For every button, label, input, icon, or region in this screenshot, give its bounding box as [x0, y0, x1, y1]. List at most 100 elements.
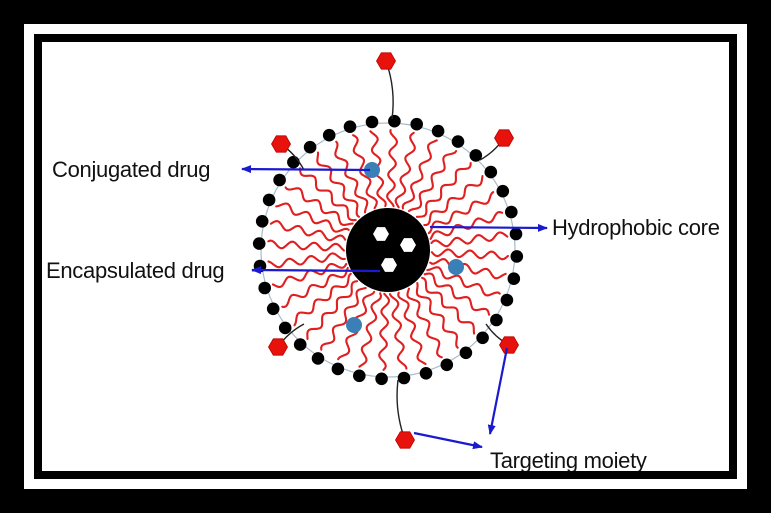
encapsulated-drug-hexagon-icon: [381, 258, 397, 272]
polar-head: [507, 272, 521, 285]
tail-chain: [423, 174, 484, 227]
polar-head: [484, 165, 498, 179]
polar-head: [255, 215, 269, 228]
tail-chain: [429, 211, 504, 240]
polar-head: [469, 149, 483, 162]
polar-head: [510, 250, 524, 263]
encapsulated-drug-arrow: [251, 266, 381, 275]
tail-chain: [426, 266, 501, 297]
conjugated-drug-dot: [448, 259, 464, 275]
diagram-canvas: Conjugated drug Encapsulated drug Hydrop…: [42, 42, 729, 471]
label-encapsulated-drug: Encapsulated drug: [46, 258, 224, 283]
hexagon-ligand-icon: [271, 135, 291, 153]
encapsulated-drug-hexagon-icon: [373, 227, 389, 241]
tail-chain: [423, 272, 491, 316]
hexagon-ligand-icon: [376, 52, 396, 70]
tail-chain: [406, 287, 443, 359]
micelle-diagram: Conjugated drug Encapsulated drug Hydrop…: [46, 52, 720, 471]
tail-chain: [281, 266, 349, 308]
conjugated-drug-group: [346, 162, 464, 333]
polar-head: [476, 331, 489, 345]
polar-head: [266, 302, 280, 316]
polar-head: [343, 120, 357, 133]
polar-head: [322, 128, 336, 142]
polar-head: [388, 114, 401, 128]
tail-chain: [267, 252, 346, 269]
polar-head: [303, 140, 317, 154]
hexagon-ligand-icon: [499, 336, 519, 354]
polar-head: [496, 184, 510, 198]
tail-chain: [401, 139, 438, 210]
targeting-arrow-right: [487, 347, 509, 435]
conjugated-drug-dot: [364, 162, 380, 178]
tail-chain: [430, 248, 509, 261]
tail-chain: [394, 131, 416, 209]
tail-chain: [284, 186, 354, 226]
tail-chain: [427, 191, 495, 235]
hydrophobic-core-arrow: [429, 223, 548, 232]
micelle-shell-outline: [260, 122, 516, 378]
polar-head: [490, 313, 503, 327]
polar-head: [293, 338, 307, 351]
polar-head: [258, 281, 271, 295]
polar-heads: [252, 114, 524, 386]
polar-head: [397, 371, 411, 385]
polar-head: [331, 362, 345, 376]
label-conjugated-drug: Conjugated drug: [52, 157, 210, 182]
conjugated-drug-arrow: [241, 165, 371, 174]
tail-chain: [269, 220, 347, 242]
white-mat: Conjugated drug Encapsulated drug Hydrop…: [24, 24, 747, 489]
polar-head: [365, 115, 379, 129]
encapsulated-drug-hexagon-icon: [400, 238, 416, 252]
polar-head: [410, 117, 424, 131]
tail-chain: [415, 161, 472, 218]
inner-black-border: Conjugated drug Encapsulated drug Hydrop…: [34, 34, 737, 479]
hexagon-ligand-icon: [395, 431, 415, 449]
tail-chain: [430, 231, 509, 248]
tail-chain: [306, 280, 359, 341]
hexagon-ligand-icon: [268, 338, 288, 356]
polar-head: [375, 372, 388, 386]
encapsulated-drug-group: [373, 227, 416, 272]
label-targeting-moiety: Targeting moiety: [490, 448, 647, 471]
polar-head: [451, 135, 465, 148]
polar-head: [273, 173, 286, 187]
polar-head: [431, 124, 445, 138]
tail-chain: [388, 293, 408, 370]
label-hydrophobic-core: Hydrophobic core: [552, 215, 720, 240]
tail-chain: [378, 292, 390, 371]
tail-chain: [358, 292, 382, 368]
ligand-linker: [396, 379, 406, 441]
tail-chain: [267, 239, 345, 252]
polar-head: [500, 293, 514, 307]
polar-head: [252, 237, 266, 250]
tail-chain: [316, 151, 361, 218]
polar-head: [262, 193, 276, 207]
tail-chain: [299, 167, 357, 222]
tail-chain: [386, 128, 399, 208]
polar-head: [287, 155, 300, 169]
tail-chain: [293, 272, 352, 327]
polar-head: [440, 358, 454, 372]
targeting-arrow-lower: [413, 431, 483, 450]
targeting-ligands: [268, 52, 519, 449]
polar-head: [419, 367, 433, 380]
polar-head: [459, 346, 473, 360]
conjugated-drug-dot: [346, 317, 362, 333]
tail-chain: [352, 134, 378, 210]
tail-chain: [320, 286, 367, 351]
tail-chain: [275, 202, 350, 233]
tail-chain: [421, 276, 476, 335]
tail-chain: [429, 258, 507, 280]
polar-head: [505, 205, 518, 219]
polar-head: [311, 352, 325, 365]
polar-head: [509, 227, 523, 241]
hydrophobic-core: [346, 208, 430, 292]
polar-head: [353, 369, 366, 383]
hexagon-ligand-icon: [494, 129, 514, 147]
tail-chain: [397, 291, 427, 366]
tail-chain: [334, 140, 369, 214]
ligand-linker: [385, 60, 394, 120]
polar-head: [278, 321, 292, 335]
hydrophilic-tails: [267, 128, 509, 371]
